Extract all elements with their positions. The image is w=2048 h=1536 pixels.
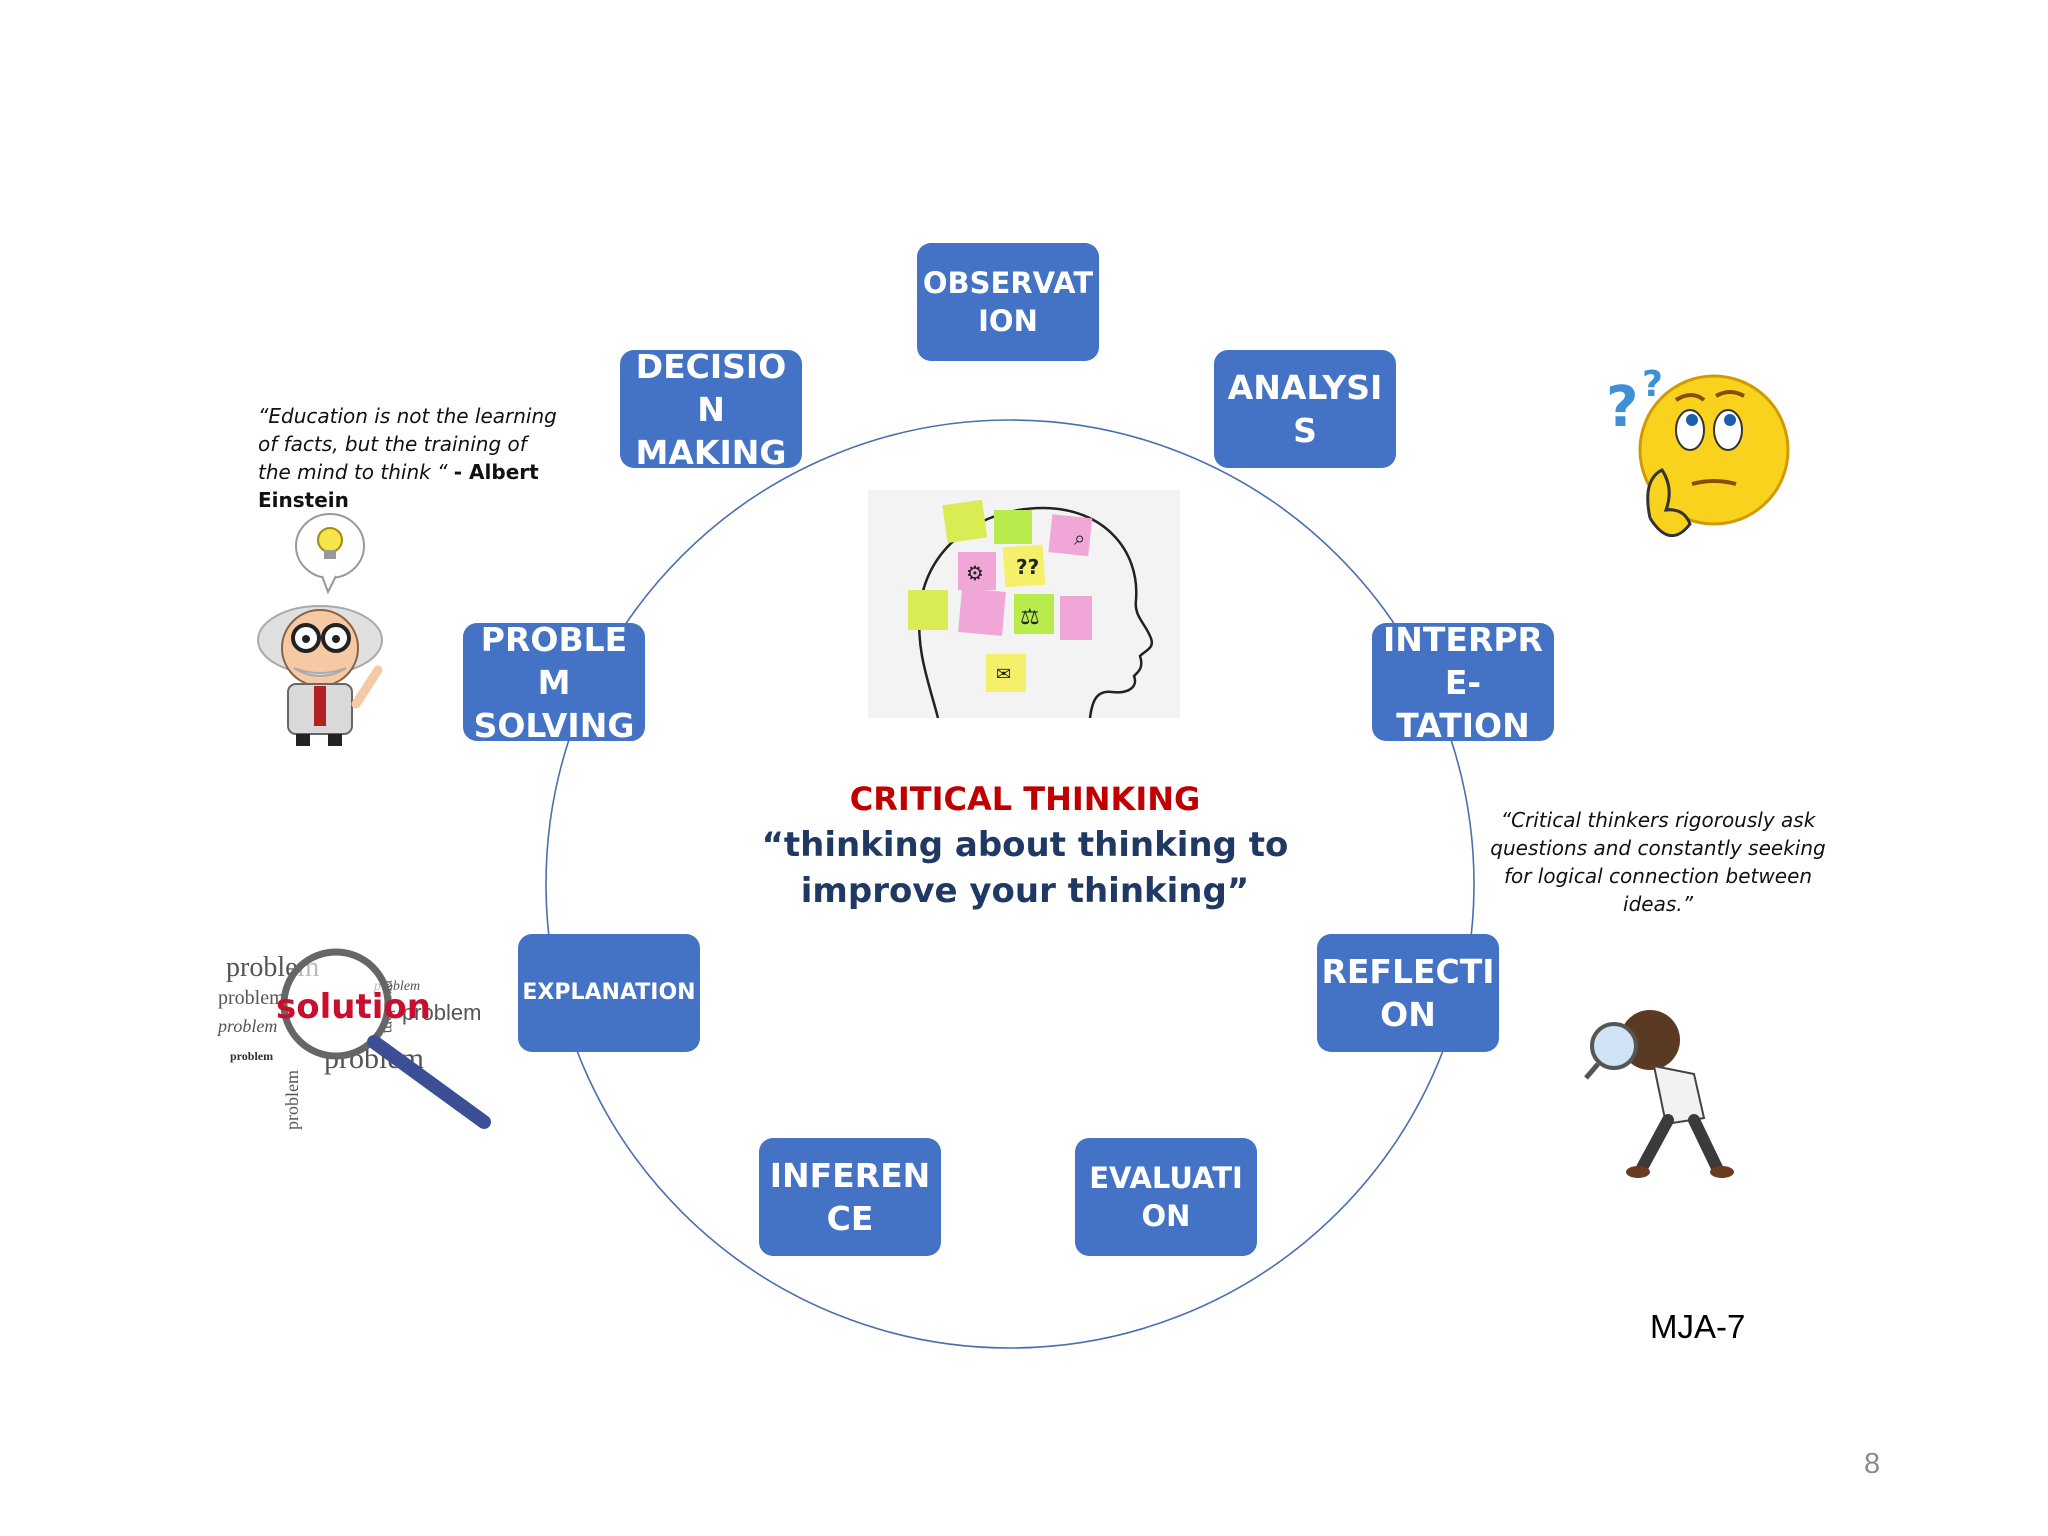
- node-reflection-label: REFLECTI ON: [1321, 952, 1495, 1034]
- head-sticky-notes-icon: ⌕ ?? ⚙ ⚖ ✉: [868, 490, 1180, 718]
- thinking-face-emoji-icon: ? ?: [1606, 364, 1790, 537]
- node-decision-making-label: DECISIO N MAKING: [635, 346, 787, 472]
- node-evaluation[interactable]: EVALUATI ON: [1075, 1138, 1257, 1256]
- page-number: 8: [1864, 1448, 1881, 1480]
- center-subtitle: “thinking about thinking to improve your…: [761, 825, 1289, 911]
- problem-word-7: problem: [230, 1049, 273, 1063]
- node-decision-making[interactable]: DECISIO N MAKING: [620, 347, 802, 472]
- node-observation[interactable]: OBSERVAT ION: [917, 243, 1099, 361]
- problem-word-8: problem: [282, 1070, 302, 1130]
- svg-text:??: ??: [1016, 555, 1039, 579]
- center-title: CRITICAL THINKING: [849, 780, 1201, 818]
- detective-magnifier-icon: [1584, 1010, 1734, 1178]
- node-inference[interactable]: INFEREN CE: [759, 1138, 941, 1256]
- node-analysis[interactable]: ANALYSI S: [1214, 350, 1396, 468]
- node-analysis-label: ANALYSI S: [1227, 368, 1383, 450]
- svg-text:⚙: ⚙: [966, 561, 984, 585]
- node-inference-label: INFEREN CE: [769, 1156, 931, 1238]
- magnifying-glass-icon: problem problem problem problem problem …: [216, 948, 491, 1130]
- node-explanation-label: EXPLANATION: [522, 980, 696, 1005]
- svg-text:?: ?: [1606, 375, 1638, 440]
- node-explanation[interactable]: EXPLANATION: [518, 934, 700, 1052]
- einstein-lightbulb-icon: [257, 513, 383, 746]
- svg-text:⌕: ⌕: [1074, 526, 1085, 550]
- einstein-quote-author: - Albert Einstein: [258, 460, 539, 512]
- node-interpretation-label: INTERPR E- TATION: [1383, 619, 1543, 745]
- node-observation-label: OBSERVAT ION: [922, 266, 1094, 338]
- einstein-quote-text: “Education is not the learning of facts,…: [258, 404, 557, 484]
- node-evaluation-label: EVALUATI ON: [1089, 1161, 1243, 1233]
- svg-text:⚖: ⚖: [1020, 605, 1040, 630]
- problem-word-2: problem: [218, 987, 285, 1009]
- node-reflection[interactable]: REFLECTI ON: [1317, 934, 1499, 1052]
- center-caption: CRITICAL THINKING “thinking about thinki…: [760, 776, 1290, 914]
- footer-label: MJA-7: [1650, 1308, 1746, 1345]
- node-problem-solving[interactable]: PROBLE M SOLVING: [463, 620, 645, 745]
- solution-word: solution: [276, 987, 431, 1027]
- einstein-quote: “Education is not the learning of facts,…: [258, 402, 558, 514]
- problem-word-3: problem: [216, 1016, 277, 1036]
- problem-word-5: problem: [402, 1000, 481, 1025]
- svg-text:✉: ✉: [996, 664, 1011, 685]
- node-problem-solving-label: PROBLE M SOLVING: [473, 619, 635, 745]
- node-interpretation[interactable]: INTERPR E- TATION: [1372, 620, 1554, 745]
- svg-text:?: ?: [1642, 364, 1663, 405]
- critical-thinkers-quote: “Critical thinkers rigorously ask questi…: [1490, 808, 1826, 916]
